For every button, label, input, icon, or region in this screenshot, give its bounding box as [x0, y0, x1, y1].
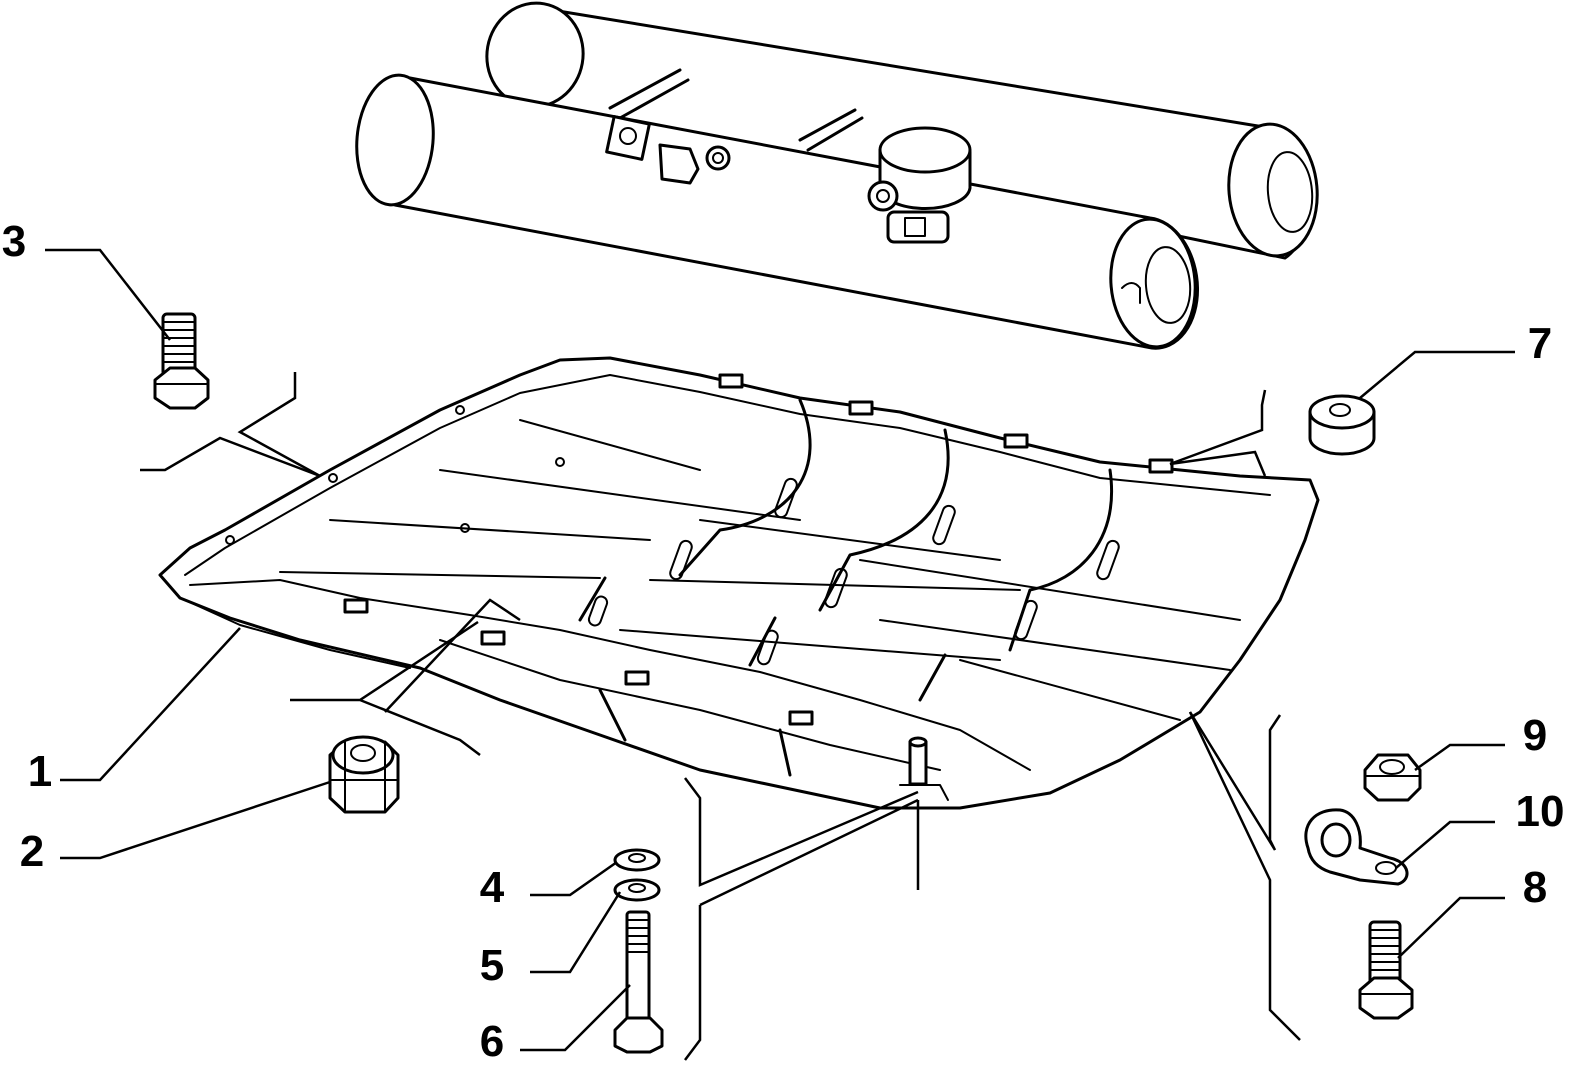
callout-7: 7	[1528, 319, 1552, 368]
leader-4	[530, 860, 618, 897]
bolt-part-3	[153, 312, 210, 410]
leader-5	[530, 891, 622, 974]
long-bolt-part-6	[613, 910, 664, 1054]
callout-8: 8	[1523, 863, 1547, 912]
washer-part-5	[613, 878, 661, 902]
callout-10: 10	[1516, 787, 1565, 836]
callout-1: 1	[28, 747, 52, 796]
callout-leaders	[45, 248, 1515, 1052]
leader-7	[1359, 350, 1515, 399]
nut-part-2	[328, 735, 400, 814]
bolt-part-8	[1358, 920, 1414, 1020]
tank-guard-tray	[158, 356, 1320, 810]
callout-9: 9	[1523, 711, 1547, 760]
leader-1	[60, 627, 241, 782]
pipe-clamp-part-10	[1304, 808, 1409, 886]
leader-6	[520, 984, 631, 1052]
washer-part-4	[613, 848, 661, 872]
callout-2: 2	[20, 827, 44, 876]
leader-9	[1414, 743, 1505, 772]
leader-8	[1397, 896, 1505, 959]
callout-6: 6	[480, 1017, 504, 1066]
leader-10	[1395, 820, 1495, 869]
leader-3	[45, 248, 171, 341]
spacer-part-7	[1308, 394, 1376, 456]
nut-part-9	[1363, 753, 1422, 802]
callout-3: 3	[2, 217, 26, 266]
callout-4: 4	[480, 863, 505, 912]
callout-labels: 1 2 3 4 5 6 7 8 9 10	[2, 217, 1565, 1066]
leader-2	[60, 780, 331, 860]
twin-cylinder-tank	[355, 1, 1319, 350]
callout-5: 5	[480, 941, 504, 990]
assembly-guide-lines	[140, 372, 1301, 1061]
